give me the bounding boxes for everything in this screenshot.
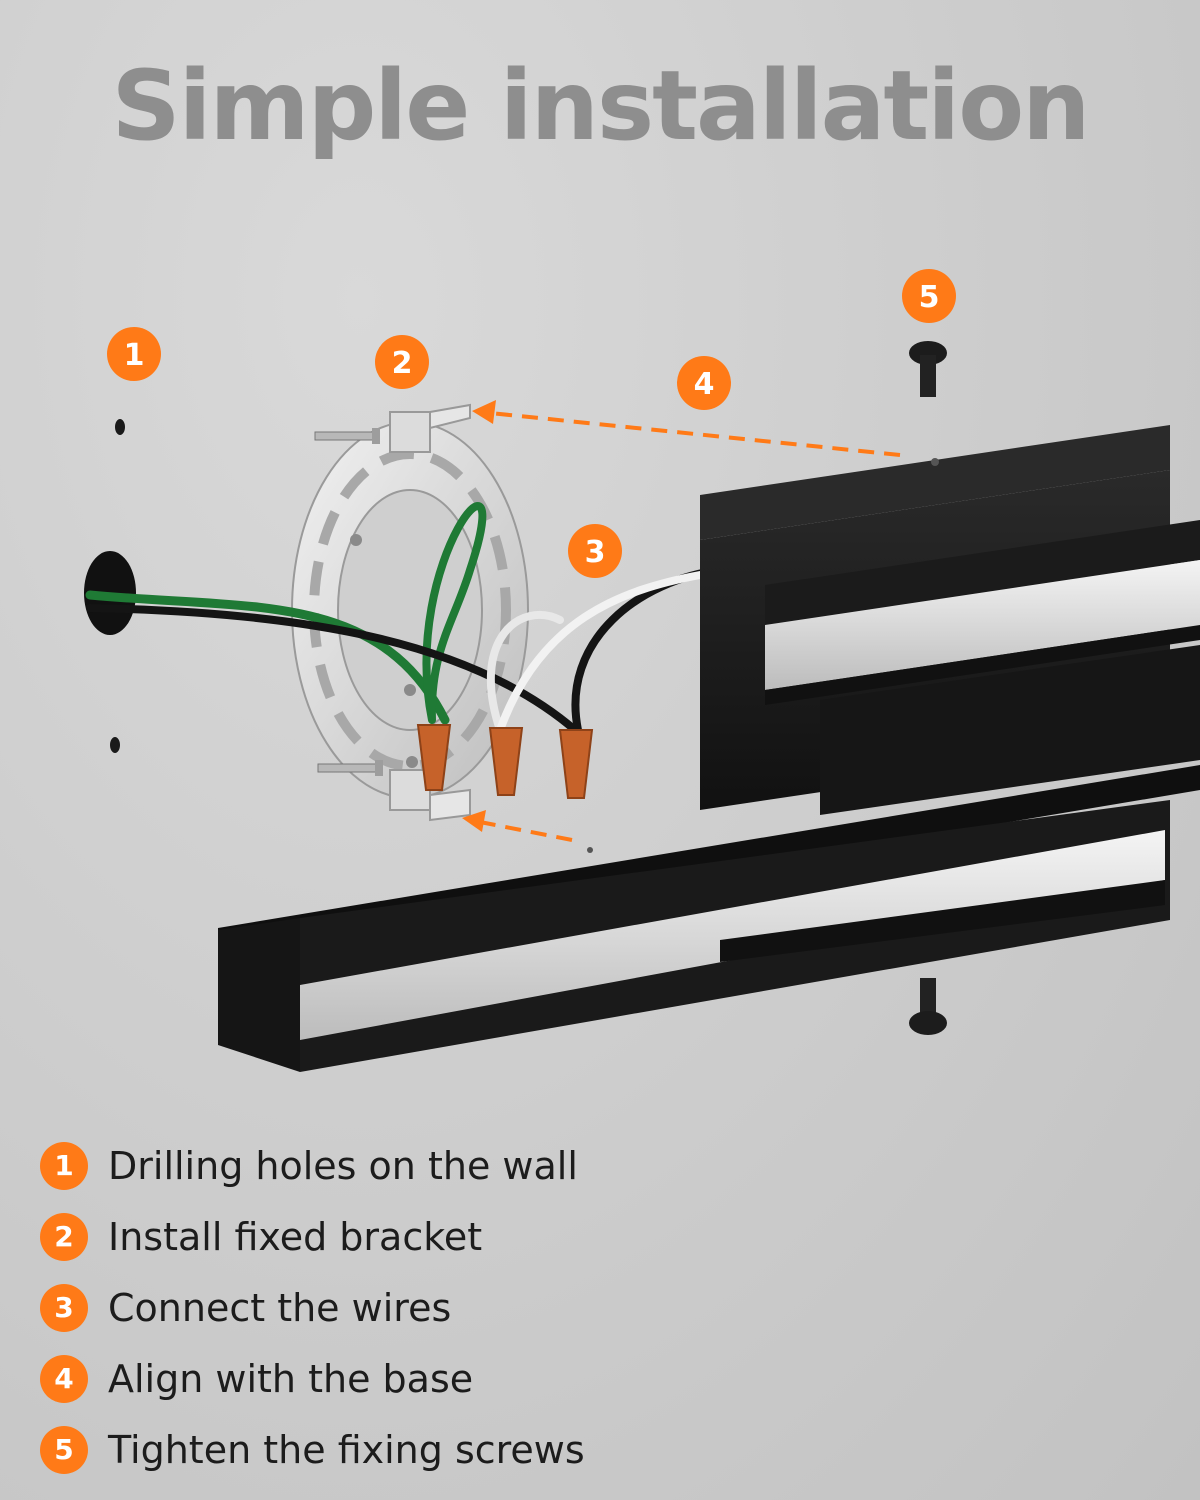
callout-badge-5: 5 bbox=[902, 269, 956, 323]
fixing-screw-top bbox=[909, 341, 947, 397]
step-number-badge: 4 bbox=[40, 1354, 88, 1403]
wire-connector-2 bbox=[488, 727, 524, 796]
step-text: Align with the base bbox=[108, 1356, 474, 1401]
step-item: 2 Install fixed bracket bbox=[40, 1201, 1160, 1272]
step-text: Install fixed bracket bbox=[108, 1214, 483, 1259]
fixing-screw-bottom bbox=[909, 978, 947, 1035]
step-number-badge: 2 bbox=[40, 1212, 88, 1261]
installation-diagram: 1 2 3 4 5 bbox=[84, 269, 1200, 1072]
fixture-lower-bar bbox=[218, 765, 1200, 1072]
wiring bbox=[85, 502, 724, 734]
svg-text:3: 3 bbox=[585, 535, 606, 570]
callout-badge-4: 4 bbox=[677, 356, 731, 410]
step-item: 3 Connect the wires bbox=[40, 1272, 1160, 1343]
step-text: Connect the wires bbox=[108, 1285, 452, 1330]
callout-badge-2: 2 bbox=[375, 335, 429, 389]
step-number-badge: 5 bbox=[40, 1425, 88, 1474]
step-text: Drilling holes on the wall bbox=[108, 1143, 578, 1188]
alignment-arrow-top bbox=[472, 400, 901, 457]
drill-hole-top bbox=[115, 419, 125, 435]
wire-connector-3 bbox=[558, 729, 594, 799]
bracket-screw-top bbox=[314, 428, 380, 444]
bracket-screw-bottom bbox=[317, 760, 383, 776]
fixture-upper-bar bbox=[765, 520, 1200, 705]
page-title: Simple installation bbox=[111, 50, 1091, 162]
drill-hole-bottom bbox=[110, 737, 120, 753]
svg-text:2: 2 bbox=[392, 346, 413, 381]
step-item: 4 Align with the base bbox=[40, 1343, 1160, 1414]
svg-text:1: 1 bbox=[124, 338, 145, 373]
wire-connector-1 bbox=[416, 724, 452, 791]
callout-badge-1: 1 bbox=[107, 327, 161, 381]
step-number-badge: 1 bbox=[40, 1141, 88, 1190]
step-number-badge: 3 bbox=[40, 1283, 88, 1332]
step-text: Tighten the fixing screws bbox=[108, 1427, 585, 1472]
callout-badge-3: 3 bbox=[568, 524, 622, 578]
fixture-middle-bar bbox=[820, 645, 1200, 815]
svg-text:4: 4 bbox=[694, 367, 715, 402]
svg-text:5: 5 bbox=[919, 280, 940, 315]
step-item: 5 Tighten the fixing screws bbox=[40, 1414, 1160, 1485]
alignment-arrow-bottom bbox=[462, 810, 573, 842]
step-item: 1 Drilling holes on the wall bbox=[40, 1130, 1160, 1201]
steps-list: 1 Drilling holes on the wall 2 Install f… bbox=[40, 1130, 1160, 1485]
